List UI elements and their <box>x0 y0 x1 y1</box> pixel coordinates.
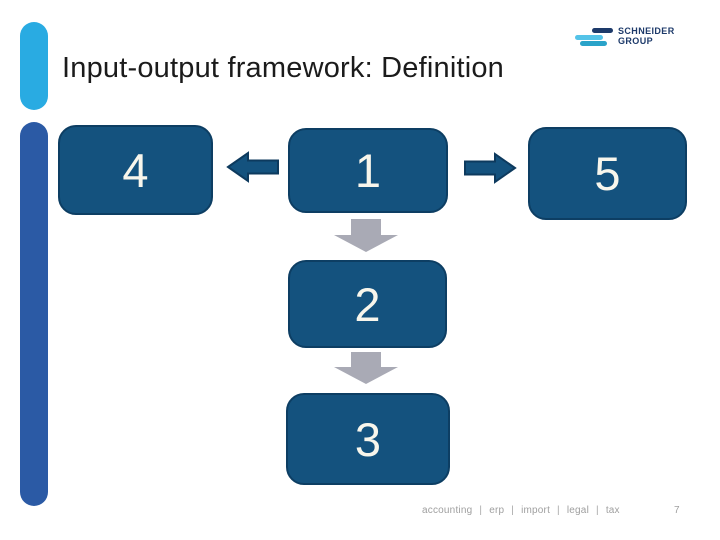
footer-services: accounting | erp | import | legal | tax <box>422 505 620 516</box>
logo-bar-lightblue <box>575 35 603 40</box>
page-number: 7 <box>674 505 680 516</box>
arrow-down-icon <box>334 219 398 252</box>
logo-text: SCHNEIDER GROUP <box>618 26 675 46</box>
box-1-label: 1 <box>354 144 382 197</box>
page-title: Input-output framework: Definition <box>62 52 505 84</box>
footer-item-legal: legal <box>566 505 589 516</box>
footer-item-accounting: accounting <box>422 505 473 516</box>
footer-item-import: import <box>521 505 551 516</box>
logo-bar-teal <box>580 41 607 46</box>
footer-separator: | <box>479 505 483 516</box>
accent-bar-dark <box>20 122 48 506</box>
footer-separator: | <box>511 505 515 516</box>
diagram-box-1: 1 <box>288 128 448 213</box>
footer-item-erp: erp <box>489 505 505 516</box>
diagram-box-2: 2 <box>288 260 447 348</box>
box-5-label: 5 <box>594 147 621 200</box>
box-4-label: 4 <box>122 143 149 197</box>
footer-separator: | <box>557 505 560 516</box>
arrow-right-icon <box>464 152 517 184</box>
box-3-label: 3 <box>354 412 382 466</box>
box-2-label: 2 <box>354 277 381 331</box>
footer-separator: | <box>596 505 599 516</box>
logo-bar-navy <box>592 28 613 33</box>
schneider-group-logo: SCHNEIDER GROUP <box>575 26 675 48</box>
accent-bar-light <box>20 22 48 110</box>
arrow-down-icon <box>334 352 398 384</box>
diagram-box-4: 4 <box>58 125 213 215</box>
logo-text-line1: SCHNEIDER <box>618 26 675 36</box>
arrow-left-icon <box>226 151 279 183</box>
diagram-box-3: 3 <box>286 393 450 485</box>
footer-item-tax: tax <box>605 505 620 516</box>
diagram-box-5: 5 <box>528 127 687 220</box>
logo-text-line2: GROUP <box>618 35 654 46</box>
logo-bars-icon <box>575 28 613 48</box>
